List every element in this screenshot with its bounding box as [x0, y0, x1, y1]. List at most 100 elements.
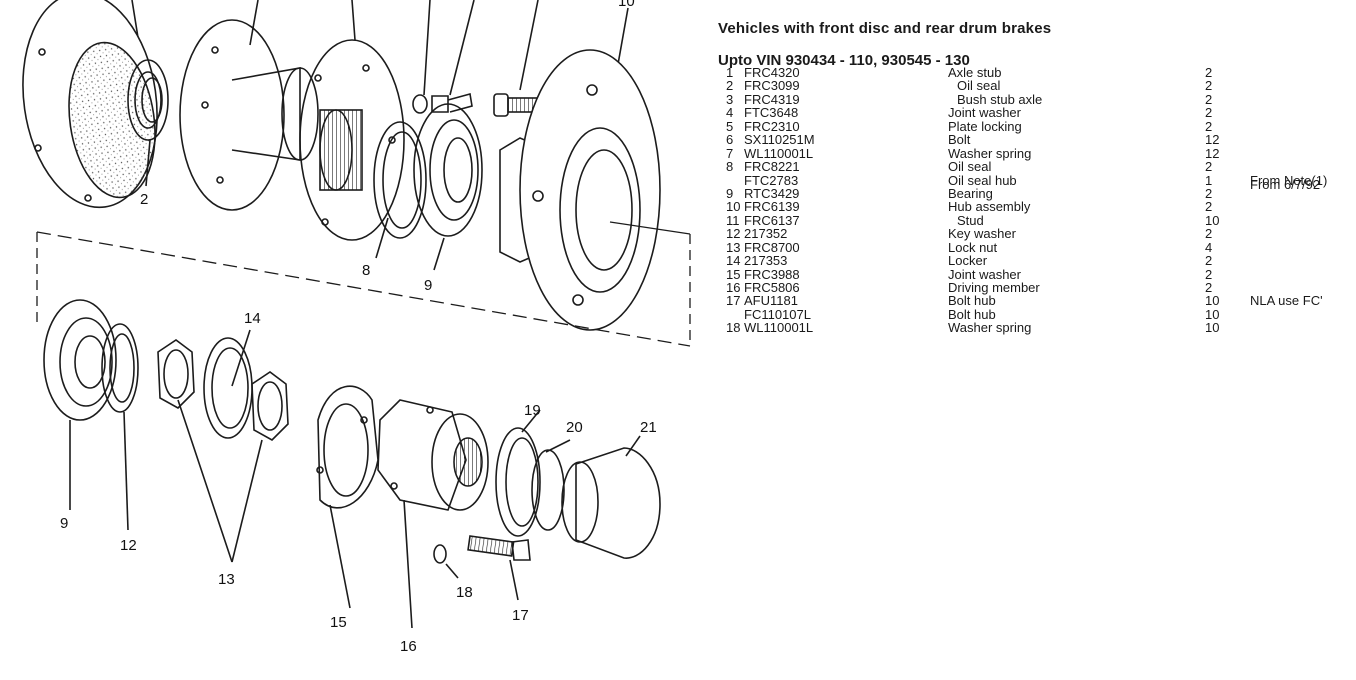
- callout-8: 8: [362, 262, 370, 279]
- quantity: 2: [1205, 91, 1213, 107]
- item-number: 17: [726, 293, 741, 309]
- part-description: Lock nut: [948, 239, 998, 255]
- part-description: Bush stub axle: [957, 91, 1043, 107]
- item-number: 9: [726, 185, 734, 201]
- part-description: Bolt hub: [948, 306, 996, 322]
- part-number: FRC8700: [744, 239, 800, 255]
- part-number: FRC4320: [744, 65, 800, 80]
- item-number: 2: [726, 78, 734, 94]
- part-number: FRC3099: [744, 78, 800, 94]
- item-number: 12: [726, 226, 741, 242]
- part-number: FTC3648: [744, 105, 799, 121]
- part-description: Axle stub: [948, 65, 1002, 80]
- hub-assembly-part: [499, 49, 661, 331]
- callout-20: 20: [566, 419, 583, 436]
- quantity: 2: [1205, 253, 1213, 269]
- part-description: Joint washer: [948, 105, 1021, 121]
- quantity: 2: [1205, 226, 1213, 242]
- callout-17: 17: [512, 607, 529, 624]
- part-description: Washer spring: [948, 320, 1032, 336]
- callout-21: 21: [640, 419, 657, 436]
- exploded-hub-diagram: 10 2 8 9 14 9 12 13 15 16 18 17 19 20 21: [22, 0, 691, 655]
- vin-range-heading: Upto VIN 930434 - 110, 930545 - 130: [718, 52, 970, 69]
- callout-2: 2: [140, 191, 148, 208]
- part-description: Bolt hub: [948, 293, 996, 309]
- part-description: Locker: [948, 253, 988, 269]
- callout-14: 14: [244, 310, 261, 327]
- page-title: Vehicles with front disc and rear drum b…: [718, 20, 1052, 37]
- table-row: 5 FRC2310 Plate locking 2: [718, 120, 1356, 133]
- part-description: Oil seal: [948, 159, 992, 175]
- callout-18: 18: [456, 584, 473, 601]
- item-number: 11: [726, 212, 740, 228]
- locker-part: [203, 337, 253, 439]
- callout-12: 12: [120, 537, 137, 554]
- item-number: 8: [726, 159, 734, 175]
- part-number: FRC5806: [744, 280, 800, 295]
- part-number: SX110251M: [744, 132, 815, 148]
- parts-list: Vehicles with front disc and rear drum b…: [718, 20, 1356, 680]
- item-number: 5: [726, 118, 734, 134]
- table-row: 3 FRC4319 Bush stub axle 2: [718, 93, 1356, 106]
- remark: From Note(1): [1250, 172, 1328, 188]
- part-number: FRC4319: [744, 91, 800, 107]
- quantity: 12: [1205, 132, 1220, 148]
- part-number: FRC2310: [744, 118, 800, 134]
- quantity: 2: [1205, 280, 1213, 295]
- callout-9-lower: 9: [60, 515, 68, 532]
- part-description: Washer spring: [948, 145, 1032, 161]
- quantity: 2: [1205, 118, 1213, 134]
- quantity: 10: [1205, 212, 1220, 228]
- item-number: 1: [726, 65, 734, 80]
- quantity: 2: [1205, 78, 1213, 94]
- part-description: Bearing: [948, 185, 993, 201]
- part-number: FRC3988: [744, 266, 800, 282]
- part-number: WL110001L: [744, 145, 814, 161]
- part-number: 217353: [744, 253, 788, 269]
- item-number: 15: [726, 266, 741, 282]
- part-description: Plate locking: [948, 118, 1022, 134]
- oil-seal-hub-part: [373, 121, 427, 239]
- callout-15: 15: [330, 614, 347, 631]
- item-number: 18: [726, 320, 741, 336]
- callout-9: 9: [424, 277, 432, 294]
- item-number: 3: [726, 91, 734, 107]
- part-number: WL110001L: [744, 320, 814, 336]
- part-number: FRC6137: [744, 212, 800, 228]
- part-number: 217352: [744, 226, 788, 242]
- quantity: 12: [1205, 145, 1220, 161]
- part-description: Oil seal: [957, 78, 1001, 94]
- item-number: 6: [726, 132, 734, 148]
- lock-nut-part: [157, 339, 289, 441]
- callout-13: 13: [218, 571, 235, 588]
- part-description: Driving member: [948, 280, 1040, 295]
- quantity: 2: [1205, 105, 1213, 121]
- bolt-part: [412, 92, 473, 114]
- part-description: Stud: [957, 212, 984, 228]
- joint-washer-lower-part: [316, 385, 379, 509]
- bearing-part: [413, 103, 483, 237]
- part-number: RTC3429: [744, 185, 800, 201]
- oil-seal-part: [127, 59, 169, 141]
- part-description: Key washer: [948, 226, 1016, 242]
- locking-plate-part: [299, 39, 405, 241]
- part-number: FTC2783: [744, 172, 799, 188]
- quantity: 2: [1205, 185, 1213, 201]
- part-description: Bolt: [948, 132, 971, 148]
- extra-note: From 6/7/92: [1250, 177, 1321, 192]
- hub-cap-part: [561, 447, 661, 559]
- quantity: 10: [1205, 320, 1220, 336]
- driving-member-part: [377, 399, 489, 511]
